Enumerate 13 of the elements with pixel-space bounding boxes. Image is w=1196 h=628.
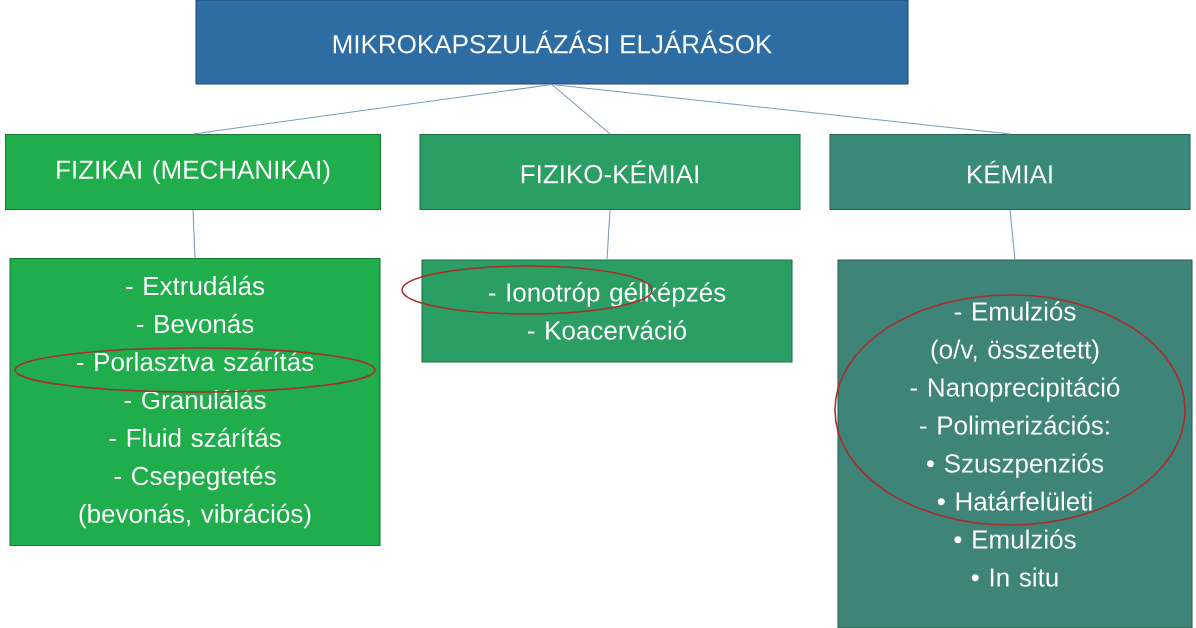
- list-box: - Emulziós (o/v, összetett) - Nanoprecipitáció - Polimerizációs: • Szuszpenziós • Határfelületi • Emulziós • In situ: [837, 259, 1193, 628]
- category-box: KÉMIAI: [829, 133, 1191, 211]
- category-box: FIZIKAI (MECHANIKAI): [4, 133, 382, 211]
- connector-line: [192, 84, 553, 135]
- connector-line: [1009, 209, 1016, 260]
- connector-line: [551, 84, 1011, 135]
- title-box: MIKROKAPSZULÁZÁSI ELJÁRÁSOK: [195, 0, 909, 85]
- category-box: FIZIKO-KÉMIAI: [419, 133, 801, 211]
- connector-line: [551, 84, 611, 135]
- connector-line: [606, 209, 611, 260]
- list-box: - Ionotróp gélképzés - Koacerváció: [421, 259, 793, 363]
- list-box: - Extrudálás - Bevonás - Porlasztva szárítás - Granulálás - Fluid szárítás - Csepegtetés (bevonás, vibrációs): [9, 257, 381, 547]
- connector-line: [192, 209, 196, 259]
